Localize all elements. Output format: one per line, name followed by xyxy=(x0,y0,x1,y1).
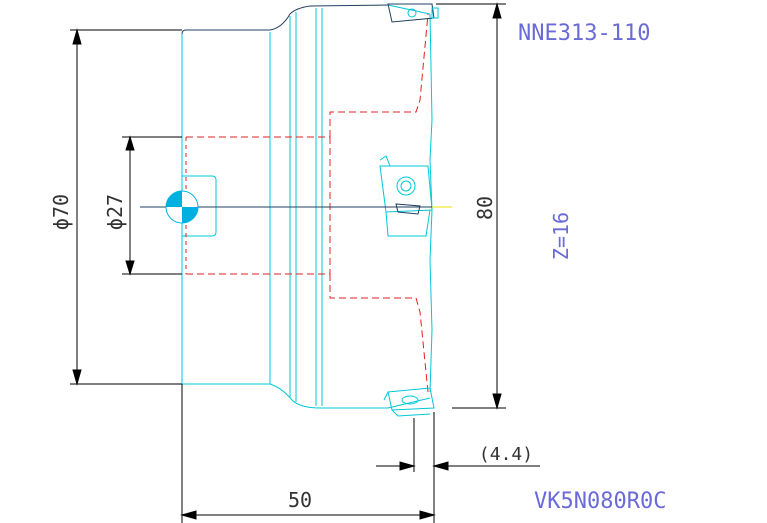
insert-middle xyxy=(379,155,433,237)
insert-top xyxy=(387,3,439,23)
dim-cutting-diameter xyxy=(436,2,506,410)
dim-insert-offset xyxy=(376,418,540,472)
product-code-label: VK5N080R0C xyxy=(534,489,666,514)
cutting-diameter-label: 80 xyxy=(473,196,497,220)
total-length-label: 50 xyxy=(288,488,312,512)
dim-bore-diameter xyxy=(122,135,182,276)
outer-diameter-label: ϕ70 xyxy=(49,194,73,230)
insert-offset-label: (4.4) xyxy=(479,444,533,465)
dim-outer-diameter xyxy=(70,28,182,386)
insert-bottom xyxy=(383,387,435,417)
bore-diameter-label: ϕ27 xyxy=(103,194,127,230)
teeth-count-label: Z=16 xyxy=(549,212,573,260)
hidden-lines xyxy=(185,13,429,393)
keyway-slot xyxy=(182,175,217,237)
part-code-label: NNE313-110 xyxy=(518,21,650,46)
centre-mark-icon xyxy=(165,190,199,224)
